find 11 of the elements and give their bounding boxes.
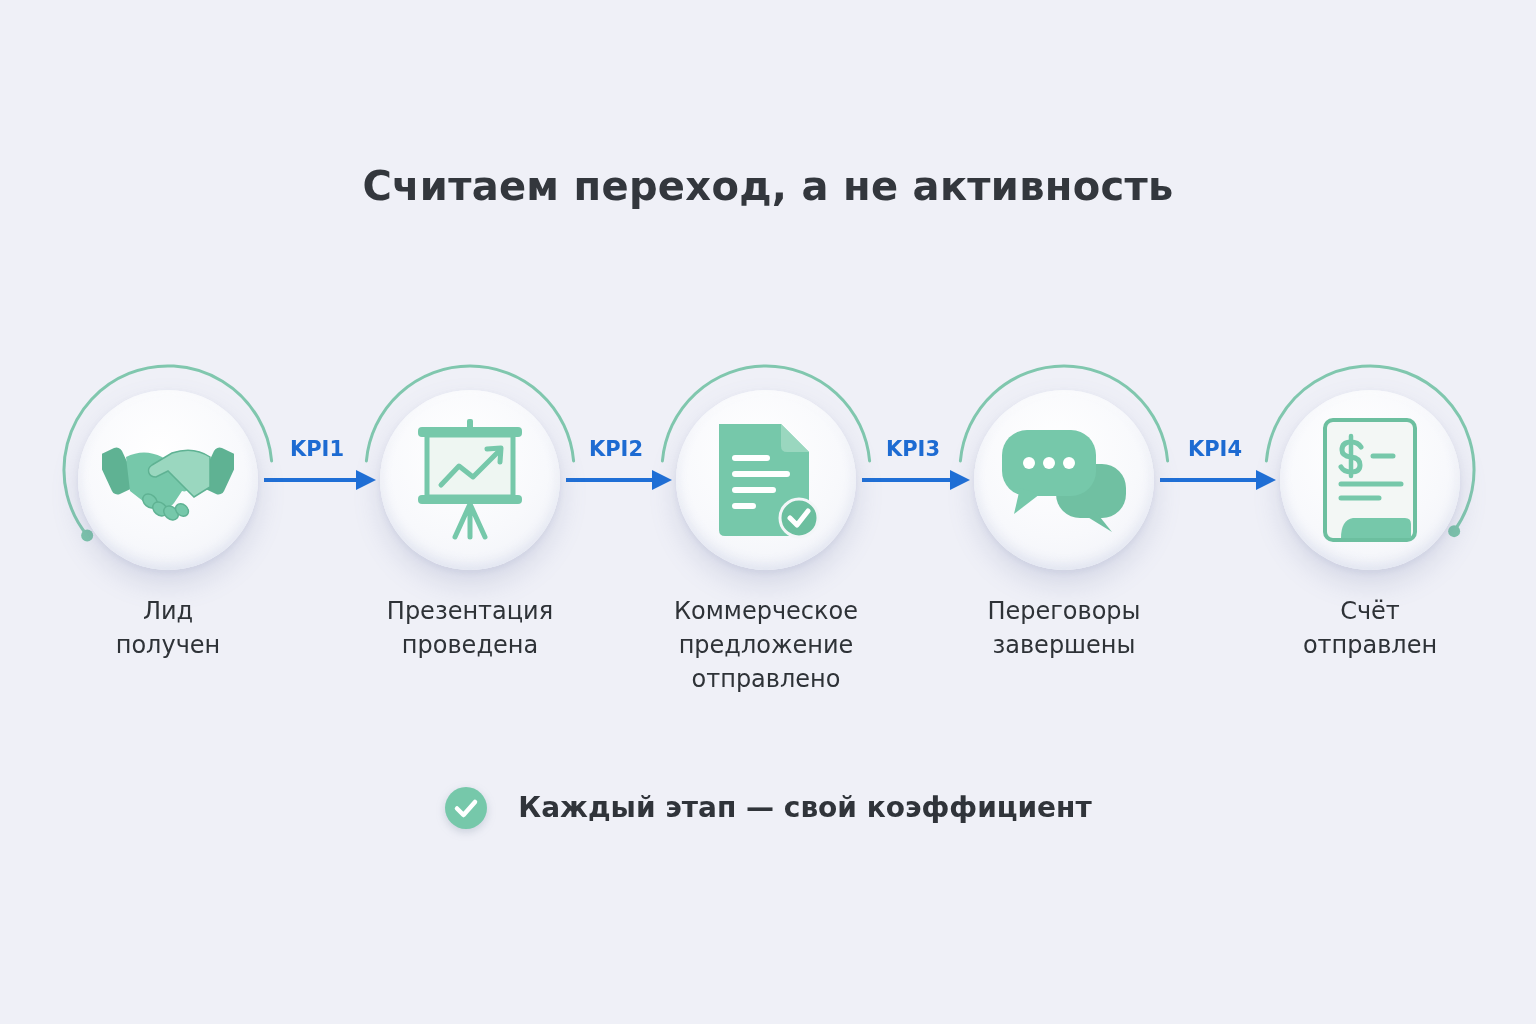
stage-label: Счёт отправлен: [1301, 596, 1439, 661]
arrow: [862, 470, 970, 490]
arrow: [566, 470, 672, 490]
stage-label: Презентация проведена: [385, 596, 555, 661]
arrow: [1160, 470, 1276, 490]
stage-label: Переговоры завершены: [986, 596, 1142, 661]
stage-label: Лид получен: [114, 596, 222, 661]
arrow: [264, 470, 376, 490]
stage-label: Коммерческое предложение отправлено: [673, 596, 859, 695]
note-text: Каждый этап — свой коэффициент: [518, 790, 1092, 826]
title: Считаем переход, а не активность: [362, 162, 1174, 211]
